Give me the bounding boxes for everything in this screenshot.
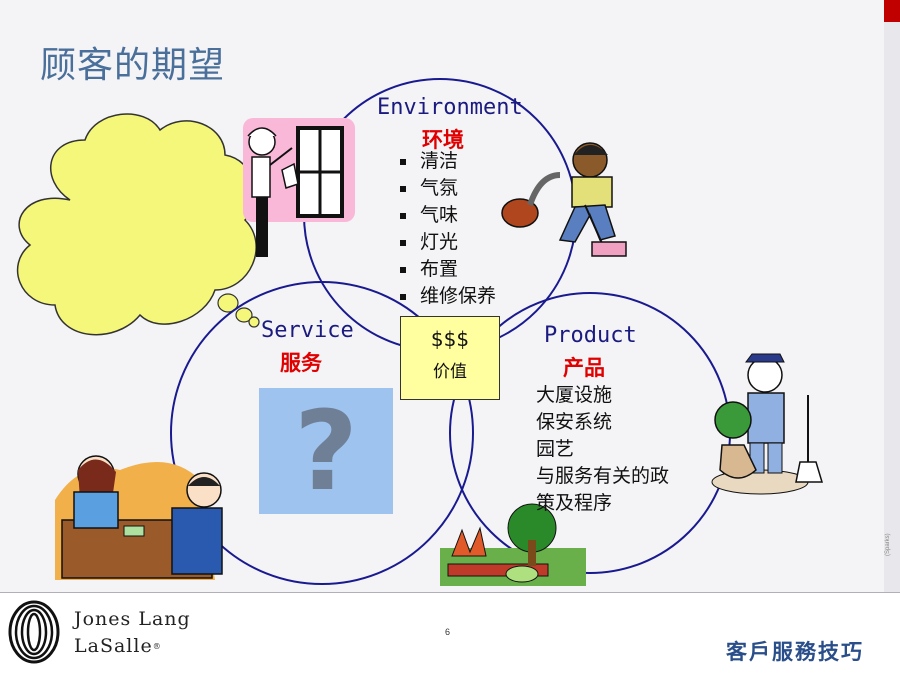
bullet-icon [400,212,406,219]
list-item: 策及程序 [536,492,613,514]
logo-line-2: LaSalle [74,635,153,657]
handshake-illustration [55,455,223,580]
list-item: 与服务有关的政 [536,465,670,487]
service-label-en: Service [261,318,354,343]
service-circle [170,281,474,585]
company-logo-text: Jones Lang LaSalle® [74,606,191,660]
question-mark-icon: ? [294,387,358,515]
side-tag: (Sparks) [885,533,891,556]
list-item: 大厦设施 [536,384,613,406]
bullet-icon [400,239,406,246]
value-money: $$$ [430,327,470,351]
product-label-en: Product [544,323,637,348]
list-item: 灯光 [400,229,496,256]
value-box: $$$ 价值 [400,316,500,400]
footer-tagline: 客戶服務技巧 [726,640,864,664]
accent-strip [884,0,900,22]
bullet-icon [400,158,406,165]
list-item: 气氛 [400,175,496,202]
list-item: 布置 [400,256,496,283]
product-list: 大厦设施 保安系统 园艺 与服务有关的政 策及程序 [536,382,706,517]
product-label-cn: 产品 [563,356,605,380]
service-label-cn: 服务 [280,351,322,375]
garden-illustration [440,503,586,586]
registered-mark: ® [152,642,162,651]
vacuum-boy-illustration [501,142,627,257]
environment-label-en: Environment [377,95,523,120]
list-item: 保安系统 [536,411,613,433]
page-number: 6 [445,627,451,637]
list-item: 清洁 [400,148,496,175]
question-box: ? [259,388,393,514]
jll-logo-mark [8,600,60,664]
footer [0,592,900,676]
logo-line-1: Jones Lang [74,608,191,630]
list-item: 园艺 [536,438,575,460]
gardener-illustration [711,353,824,495]
cleaning-woman-illustration [243,118,355,257]
page-title: 顾客的期望 [40,45,226,86]
bullet-icon [400,185,406,192]
bullet-icon [400,266,406,273]
list-item: 维修保养 [400,283,496,310]
value-label: 价值 [433,362,467,382]
list-item: 气味 [400,202,496,229]
thought-bubble [16,113,260,336]
side-strip [884,0,900,592]
bullet-icon [400,293,406,300]
environment-label-cn: 环境 [422,128,464,152]
environment-list: 清洁 气氛 气味 灯光 布置 维修保养 [400,148,496,310]
